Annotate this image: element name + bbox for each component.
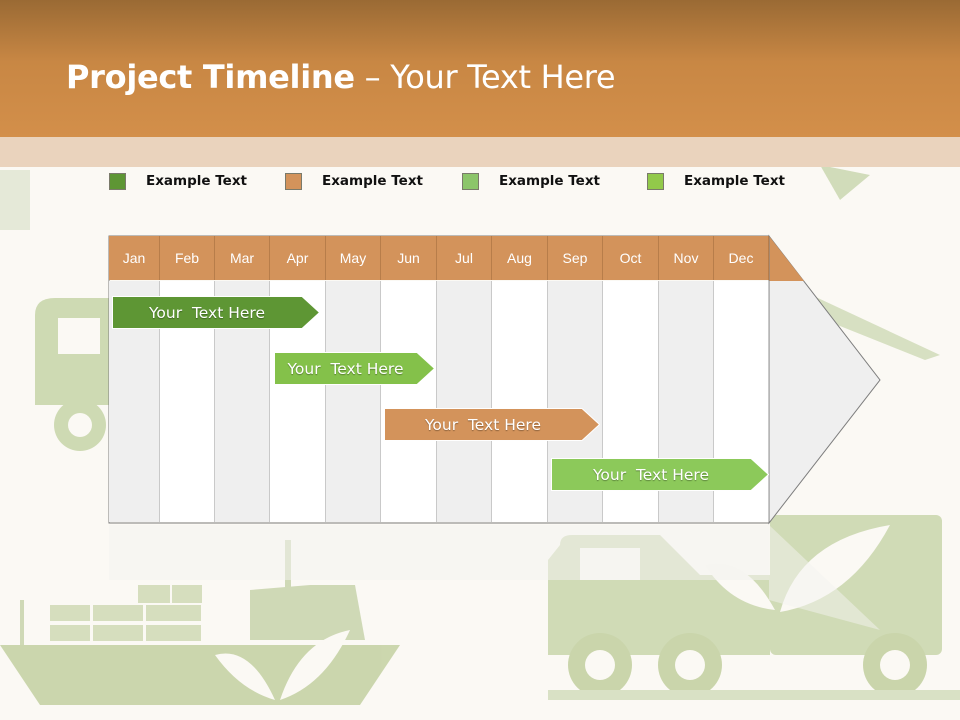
task-arrow-shape	[274, 352, 435, 385]
title-bold: Project Timeline	[66, 58, 355, 96]
month-header-jul: Jul	[437, 236, 492, 280]
task-label: Your Text Here	[149, 303, 265, 322]
legend-swatch	[109, 172, 126, 190]
task-arrow-shape	[112, 296, 320, 329]
legend-label: Example Text	[684, 173, 785, 189]
month-header-oct: Oct	[603, 236, 659, 280]
leaf-icon	[215, 630, 350, 700]
task-arrow-shape	[384, 408, 600, 441]
month-header-aug: Aug	[492, 236, 548, 280]
month-header-jan: Jan	[109, 236, 160, 280]
legend-item: Example Text	[462, 172, 600, 190]
month-header-nov: Nov	[659, 236, 714, 280]
legend-label: Example Text	[499, 173, 600, 189]
legend-swatch	[647, 172, 664, 190]
legend-item: Example Text	[647, 172, 785, 190]
month-header-apr: Apr	[270, 236, 326, 280]
legend-swatch	[285, 172, 302, 190]
task-arrow-shape	[551, 458, 769, 491]
legend-label: Example Text	[322, 173, 423, 189]
title-subtitle: – Your Text Here	[354, 58, 616, 96]
month-column	[381, 281, 437, 522]
header-bar	[0, 0, 960, 137]
page-title: Project Timeline – Your Text Here	[66, 58, 616, 96]
truck-icon	[35, 298, 110, 451]
month-header-jun: Jun	[381, 236, 437, 280]
month-header-dec: Dec	[714, 236, 769, 280]
month-header-feb: Feb	[160, 236, 215, 280]
month-column	[437, 281, 492, 522]
header-band	[0, 137, 960, 167]
task-bar[interactable]: Your Text Here	[112, 296, 320, 329]
month-header-mar: Mar	[215, 236, 270, 280]
task-bar[interactable]: Your Text Here	[551, 458, 769, 491]
legend-swatch	[462, 172, 479, 190]
task-label: Your Text Here	[593, 465, 709, 484]
legend-item: Example Text	[285, 172, 423, 190]
month-column	[326, 281, 381, 522]
legend-label: Example Text	[146, 173, 247, 189]
month-header-sep: Sep	[548, 236, 603, 280]
task-label: Your Text Here	[287, 359, 404, 378]
task-label: Your Text Here	[425, 415, 541, 434]
task-bar[interactable]: Your Text Here	[384, 408, 600, 441]
task-bar[interactable]: Your Text Here	[274, 352, 435, 385]
delivery-van-icon	[548, 515, 960, 700]
legend-item: Example Text	[109, 172, 247, 190]
month-header-may: May	[326, 236, 381, 280]
month-column	[492, 281, 548, 522]
